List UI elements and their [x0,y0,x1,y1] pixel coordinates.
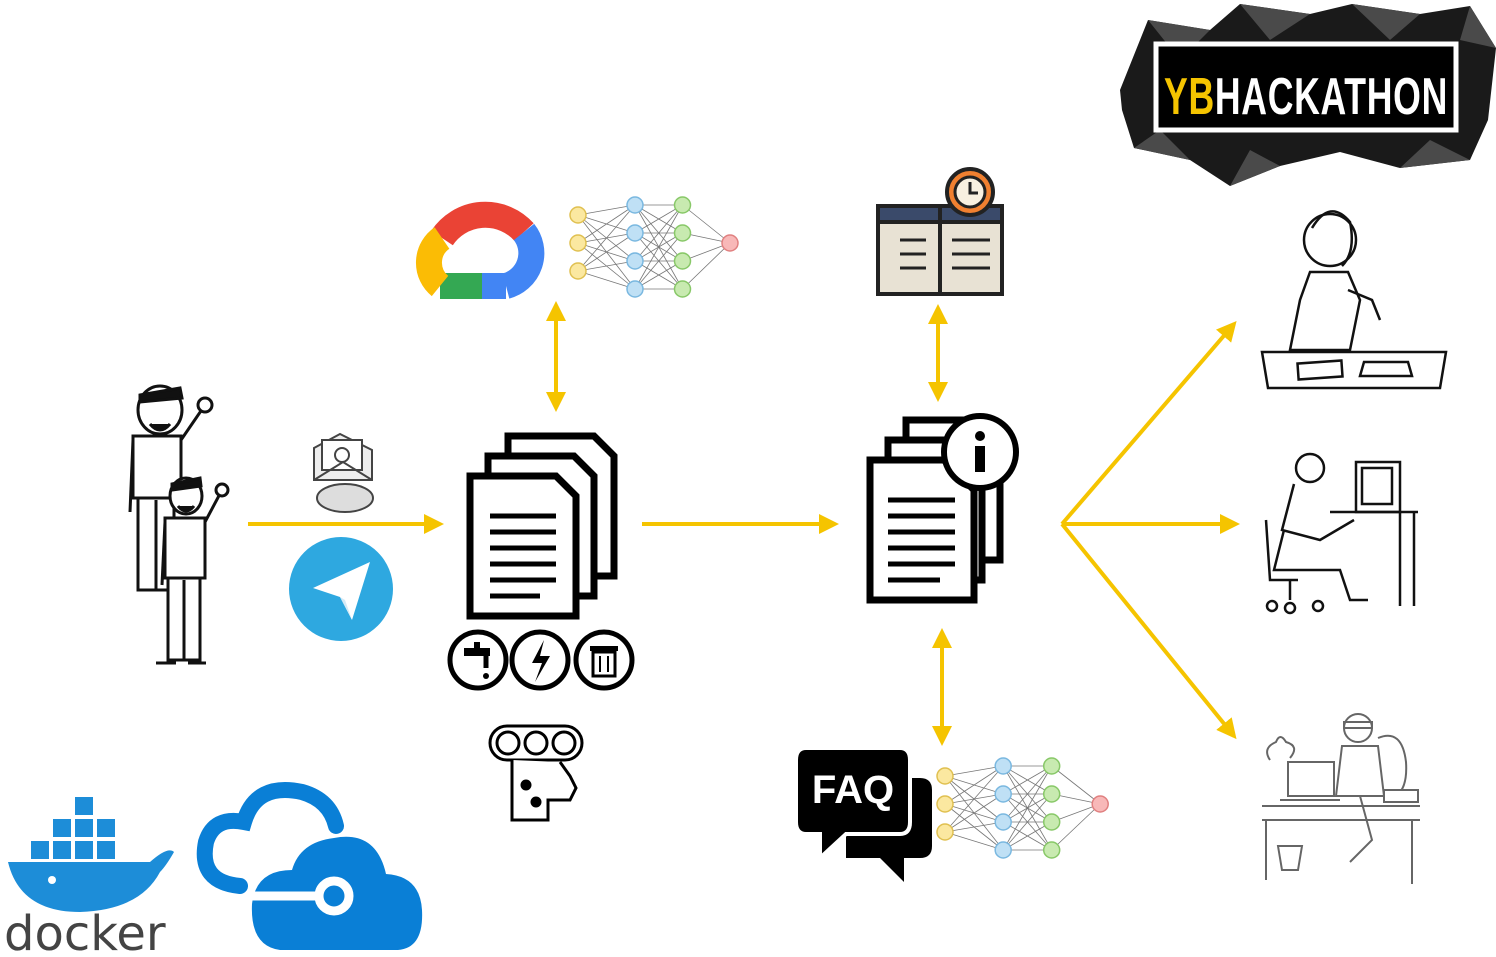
neuron-node [1042,813,1061,831]
neuron-node [994,841,1012,859]
neuron-node [1042,841,1061,859]
docker-label: docker [4,906,166,957]
neural-network-icon [569,196,739,298]
neuron-node [1042,785,1061,803]
neuron-node [994,813,1012,831]
neuron-node [626,280,644,298]
email-icon [313,432,374,513]
neuron-node [626,196,644,214]
neuron-node [936,795,954,813]
neuron-node [569,206,587,224]
ybhackathon-logo: YBHACKATHON [1120,4,1496,186]
logo-yb-text: YB [1164,68,1215,126]
svg-text:YBHACKATHON: YBHACKATHON [1164,68,1448,126]
azure-cloud-icon [196,782,423,950]
logo-hackathon-text: HACKATHON [1215,68,1448,126]
neuron-node [721,234,739,252]
trash-icon [573,629,635,691]
sentiment-analysis-icon [488,724,584,822]
scheduled-table-icon [876,167,1004,296]
neuron-node [1042,757,1061,775]
neuron-node [673,280,692,298]
neuron-node [994,757,1012,775]
tap-icon [447,629,509,691]
neuron-node [936,823,954,841]
faq-label: FAQ [812,768,894,812]
neuron-node [569,234,587,252]
documents-stack-icon [466,432,618,620]
neuron-node [626,224,644,242]
neuron-node [626,252,644,270]
woman-at-desk-icon [1260,210,1448,390]
docker-icon: docker [4,795,174,957]
neuron-node [673,196,692,214]
google-cloud-icon [415,201,545,299]
info-documents-icon [866,413,1019,604]
neuron-node [673,252,692,270]
neuron-node [673,224,692,242]
neuron-node [994,785,1012,803]
flow-arrows [248,301,1240,746]
users-sketch-icon [128,384,230,665]
arrow-to-receiver-1 [1060,320,1237,526]
woman-at-laptop-icon [1262,713,1420,884]
man-at-computer-icon [1264,452,1418,615]
arrow-to-receiver-3 [1060,522,1237,740]
neuron-node [569,262,587,280]
neuron-node [936,767,954,785]
telegram-icon [289,537,393,641]
neuron-node [1091,795,1109,813]
lightning-icon [509,629,571,691]
faq-bubbles-icon: FAQ [794,746,932,882]
neural-network-icon [936,757,1109,859]
